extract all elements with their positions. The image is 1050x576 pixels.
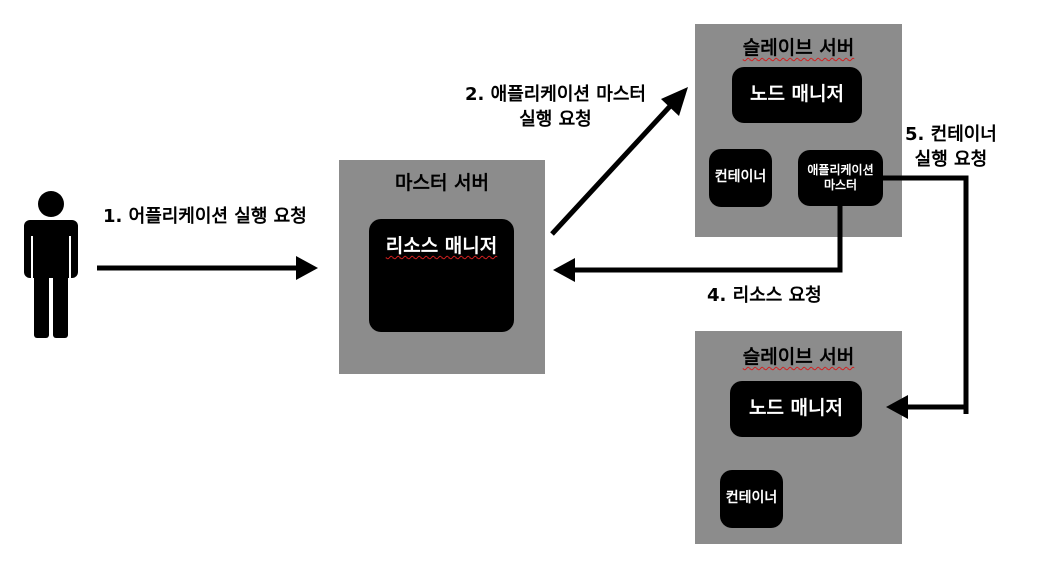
master-server-title: 마스터 서버: [394, 172, 489, 194]
arrowhead-1: [296, 256, 318, 280]
arrow-4: [572, 206, 843, 273]
application-master: 애플리케이션 마스터: [798, 150, 883, 206]
node-manager-2: 노드 매니저: [730, 381, 862, 437]
container-1: 컨테이너: [709, 149, 772, 207]
slave-server-2-title: 슬레이브 서버: [742, 346, 855, 368]
container-2-label: 컨테이너: [725, 490, 778, 507]
node-manager-2-label: 노드 매니저: [748, 397, 843, 420]
arrowhead-5: [886, 395, 908, 419]
arrowhead-2: [661, 87, 688, 116]
resource-manager: 리소스 매니저: [369, 219, 514, 332]
arrow-2: [550, 101, 675, 236]
container-1-label: 컨테이너: [714, 169, 767, 186]
slave-server-1-title: 슬레이브 서버: [742, 37, 855, 59]
node-manager-1: 노드 매니저: [732, 67, 862, 123]
arrowhead-4: [553, 258, 575, 282]
person-icon: [24, 191, 78, 338]
application-master-label: 애플리케이션 마스터: [807, 163, 874, 192]
step-2-label: 2. 애플리케이션 마스터 실행 요청: [465, 84, 646, 131]
slave-server-1: 슬레이브 서버 노드 매니저 컨테이너 애플리케이션 마스터: [695, 24, 902, 237]
step-4-label: 4. 리소스 요청: [707, 285, 822, 306]
arrow-5: [883, 175, 969, 410]
step-1-label: 1. 어플리케이션 실행 요청: [103, 206, 307, 227]
master-server: 마스터 서버 리소스 매니저: [339, 160, 545, 374]
node-manager-1-label: 노드 매니저: [749, 83, 844, 106]
container-2: 컨테이너: [720, 470, 783, 528]
step-5-label: 5. 컨테이너 실행 요청: [905, 124, 997, 171]
resource-manager-label: 리소스 매니저: [385, 235, 498, 257]
slave-server-2: 슬레이브 서버 노드 매니저 컨테이너: [695, 331, 902, 544]
